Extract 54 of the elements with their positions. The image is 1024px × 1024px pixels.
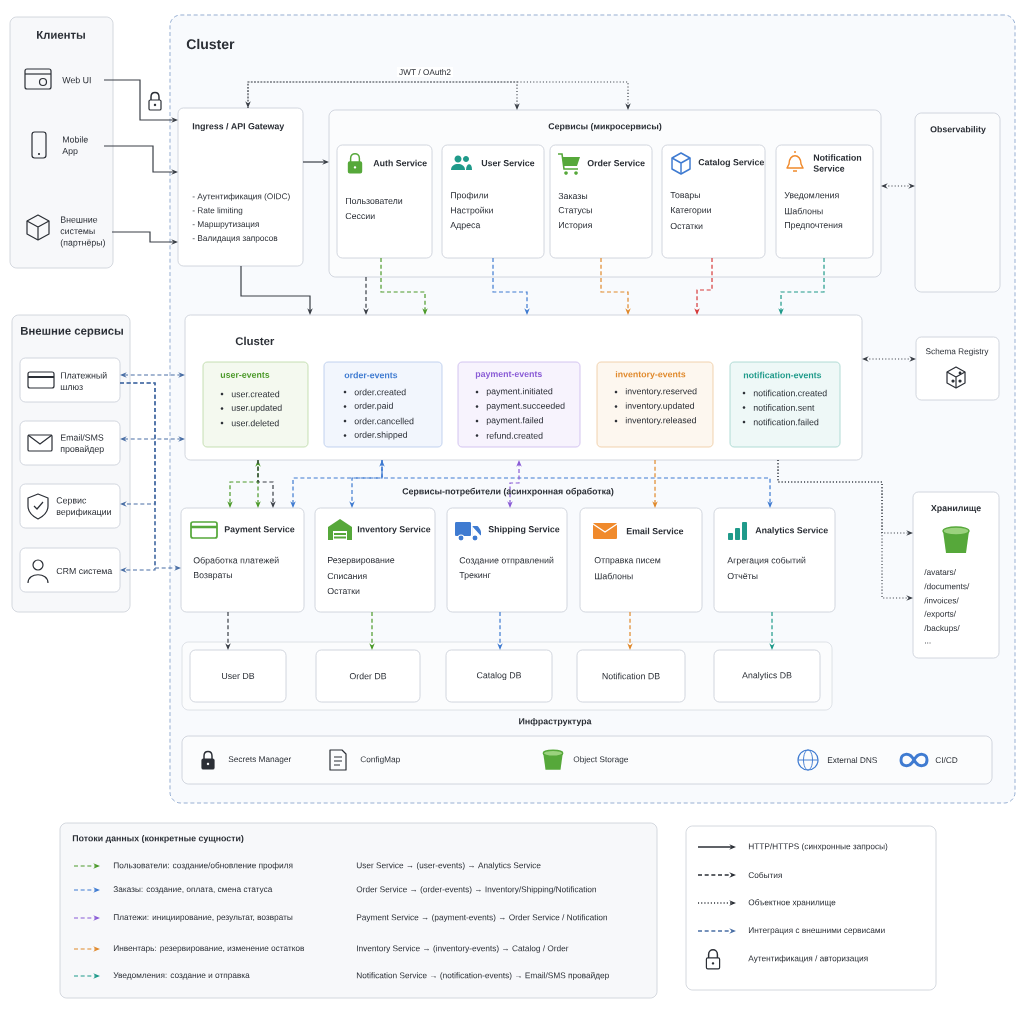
service-card: Catalog Service Товары Категории Остатки — [661, 144, 766, 259]
data-flows-panel: Потоки данных (конкретные сущности) Пользователи: создание/обновление профиля User Service → (user-events) → Analytics Service Заказы: создание, оплата, смена статуса Order Service → (order-events) → Inventory/Shipping/Notification Платежи: инициирование, результат, возвраты Payment Service → (payment-events) → Order Service / Notification Инвентарь: резервирование, изменение остатков Inventory Service → (inventory-events) → Catalog / Order Уведомления: создание и отправка Notification Service → (notification-events) → Email/SMS провайдер — [59, 822, 658, 999]
legend-label: Объектное хранилище — [748, 899, 836, 907]
service-card: Email Service Отправка писем Шаблоны — [579, 507, 703, 613]
node-label: Инфраструктура — [519, 717, 592, 727]
arrow — [247, 81, 520, 110]
database-box: Catalog DB — [445, 649, 553, 703]
registry-box: Schema Registry — [915, 336, 1000, 401]
external-service-box: CRM система — [19, 547, 121, 593]
service-card: User Service Профили Настройки Адреса — [441, 144, 545, 259]
topic-box: payment-events payment.initiated payment.succeeded payment.failed refund.created — [457, 361, 581, 448]
storage-box: Хранилище /avatars/ /documents/ /invoices/ /exports/ /backups/ ... — [912, 491, 1000, 659]
service-card: Payment Service Обработка платежей Возвраты — [180, 507, 305, 613]
infrastructure-panel: Инфраструктура Secrets Manager ConfigMap Object Storage External DNS CI/CD — [181, 717, 993, 785]
arrow — [600, 257, 631, 315]
service-card: Order Service Заказы Статусы История — [549, 144, 653, 259]
arrow — [381, 459, 773, 508]
service-card: Analytics Service Агрегация событий Отчёты — [713, 507, 836, 613]
arrow — [257, 459, 276, 508]
external-service-box: Платежный шлюз — [19, 357, 121, 403]
database-box: Order DB — [315, 649, 421, 703]
database-box: User DB — [189, 649, 287, 703]
arrow — [492, 257, 530, 315]
arrow — [881, 183, 915, 189]
service-card: Inventory Service Резервирование Списания Остатки — [314, 507, 436, 613]
section-heading: Сервисы-потребители (асинхронная обработка) — [402, 487, 614, 497]
client-label: Mobile App — [62, 136, 88, 156]
service-card: Auth Service Пользователи Сессии — [336, 144, 433, 259]
edge-label: JWT / OAuth2 — [397, 66, 453, 78]
arrow — [120, 372, 185, 378]
legend-label: Интеграция с внешними сервисами — [748, 927, 885, 935]
service-card: Notification Service Уведомления Шаблоны Предпочтения — [775, 144, 874, 259]
topic-box: user-events user.created user.updated user.deleted — [202, 361, 309, 448]
topic-box: order-events order.created order.paid order.cancelled order.shipped — [323, 361, 443, 448]
legend-label: События — [748, 871, 782, 879]
legend-label: HTTP/HTTPS (синхронные запросы) — [748, 843, 888, 851]
gateway-box: Ingress / API Gateway - Аутентификация (OIDC) - Rate limiting - Маршрутизация - Валидация запросов — [177, 107, 304, 267]
arrow — [255, 460, 261, 508]
arrow — [120, 436, 185, 442]
topic-box: notification-events notification.created notification.sent notification.failed — [729, 361, 841, 448]
legend-label: Аутентификация / авторизация — [748, 955, 868, 963]
arrow — [380, 257, 428, 315]
database-box: Analytics DB — [713, 649, 821, 703]
client-label: Web UI — [62, 76, 91, 84]
service-card: Shipping Service Создание отправлений Трекинг — [446, 507, 568, 613]
observability-panel: Observability — [914, 112, 1001, 293]
external-service-box: Сервис верификации — [19, 483, 121, 529]
arrow — [119, 382, 156, 573]
arrow — [240, 265, 313, 315]
external-service-box: Email/SMS провайдер — [19, 420, 121, 466]
client-label: Внешние системы (партнёры) — [60, 216, 105, 248]
topic-box: inventory-events inventory.reserved inventory.updated inventory.released — [596, 361, 714, 448]
database-box: Notification DB — [576, 649, 686, 703]
arrow — [862, 356, 916, 362]
